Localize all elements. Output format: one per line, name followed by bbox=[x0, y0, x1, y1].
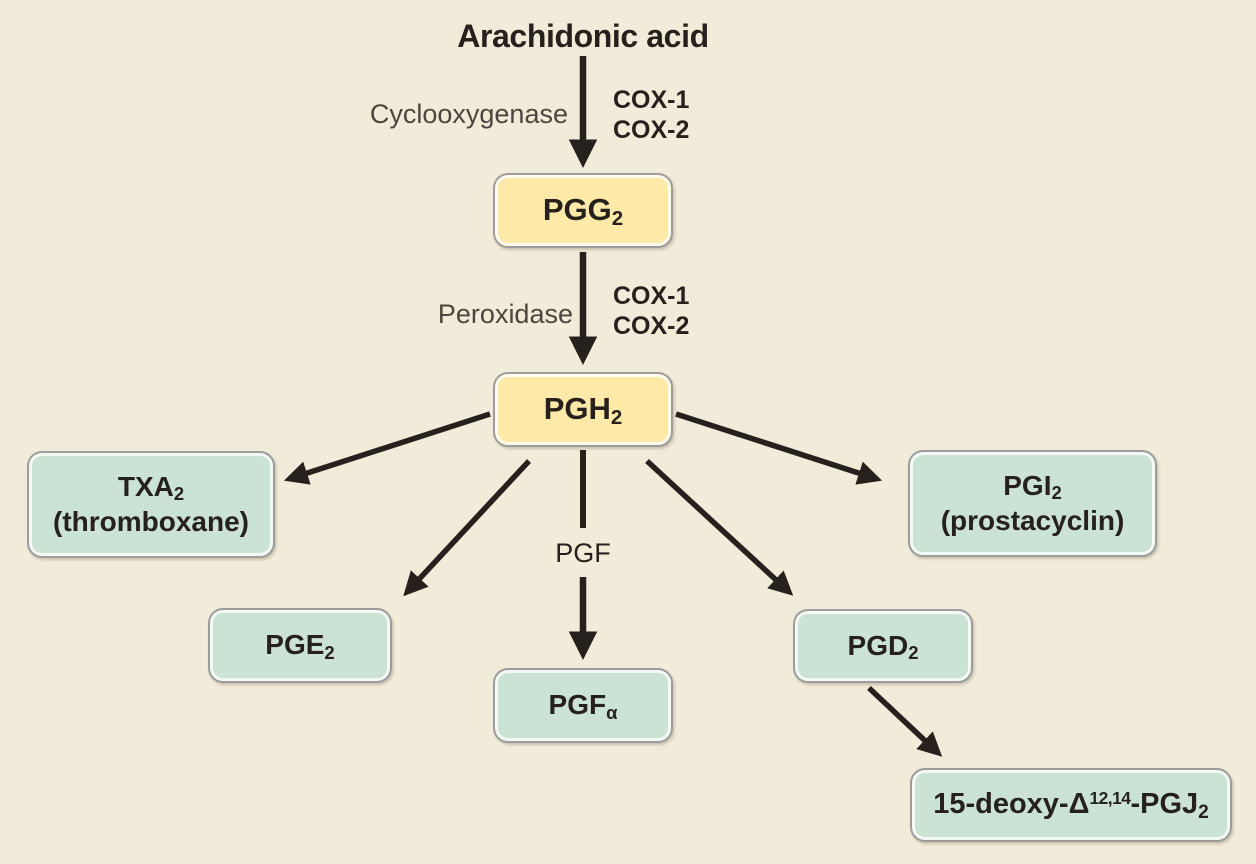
cox2-label: COX-2 bbox=[613, 116, 690, 144]
node-pgi2: PGI2 (prostacyclin) bbox=[908, 450, 1157, 557]
node-pgh2: PGH2 bbox=[493, 372, 673, 447]
node-pge2-label: PGE2 bbox=[265, 629, 335, 663]
node-pgd2: PGD2 bbox=[793, 609, 973, 683]
diagram-title: Arachidonic acid bbox=[457, 18, 709, 54]
cox2-label: COX-2 bbox=[613, 312, 690, 340]
enzyme-label-pgf: PGF bbox=[555, 538, 611, 568]
cox-isoform-labels-step1: COX-1 COX-2 bbox=[613, 85, 689, 145]
node-pge2: PGE2 bbox=[208, 608, 392, 683]
node-pgg2: PGG2 bbox=[493, 173, 673, 248]
node-15-deoxy-pgj2-label: 15-deoxy-Δ12,14-PGJ2 bbox=[933, 787, 1209, 823]
node-pgh2-label: PGH2 bbox=[543, 391, 623, 430]
node-txa2: TXA2 (thromboxane) bbox=[27, 451, 275, 558]
node-pgd2-label: PGD2 bbox=[847, 629, 919, 664]
arrow-pgh2-to-pge2 bbox=[403, 459, 532, 597]
node-15-deoxy-pgj2: 15-deoxy-Δ12,14-PGJ2 bbox=[910, 768, 1232, 842]
cox1-label: COX-1 bbox=[613, 86, 690, 114]
arrow-pgd2-to-deoxy bbox=[867, 685, 943, 757]
arrow-pgh2-to-pgi2 bbox=[675, 411, 883, 485]
cox-isoform-labels-step2: COX-1 COX-2 bbox=[613, 281, 689, 341]
node-pgi2-alias: (prostacyclin) bbox=[940, 504, 1125, 536]
node-pgg2-label: PGG2 bbox=[542, 192, 624, 231]
arrow-pgh2-to-pgd2 bbox=[645, 458, 794, 596]
node-txa2-label: TXA2 bbox=[117, 470, 185, 505]
cox1-label: COX-1 bbox=[613, 282, 690, 310]
node-pgi2-label: PGI2 bbox=[1003, 469, 1062, 504]
node-pgf-alpha-label: PGFα bbox=[548, 689, 618, 723]
arrow-pgh2-to-txa2 bbox=[283, 411, 491, 485]
node-txa2-alias: (thromboxane) bbox=[53, 505, 249, 537]
enzyme-label-cyclooxygenase: Cyclooxygenase bbox=[369, 99, 568, 129]
node-pgf-alpha: PGFα bbox=[493, 668, 673, 743]
enzyme-label-peroxidase: Peroxidase bbox=[437, 299, 573, 329]
